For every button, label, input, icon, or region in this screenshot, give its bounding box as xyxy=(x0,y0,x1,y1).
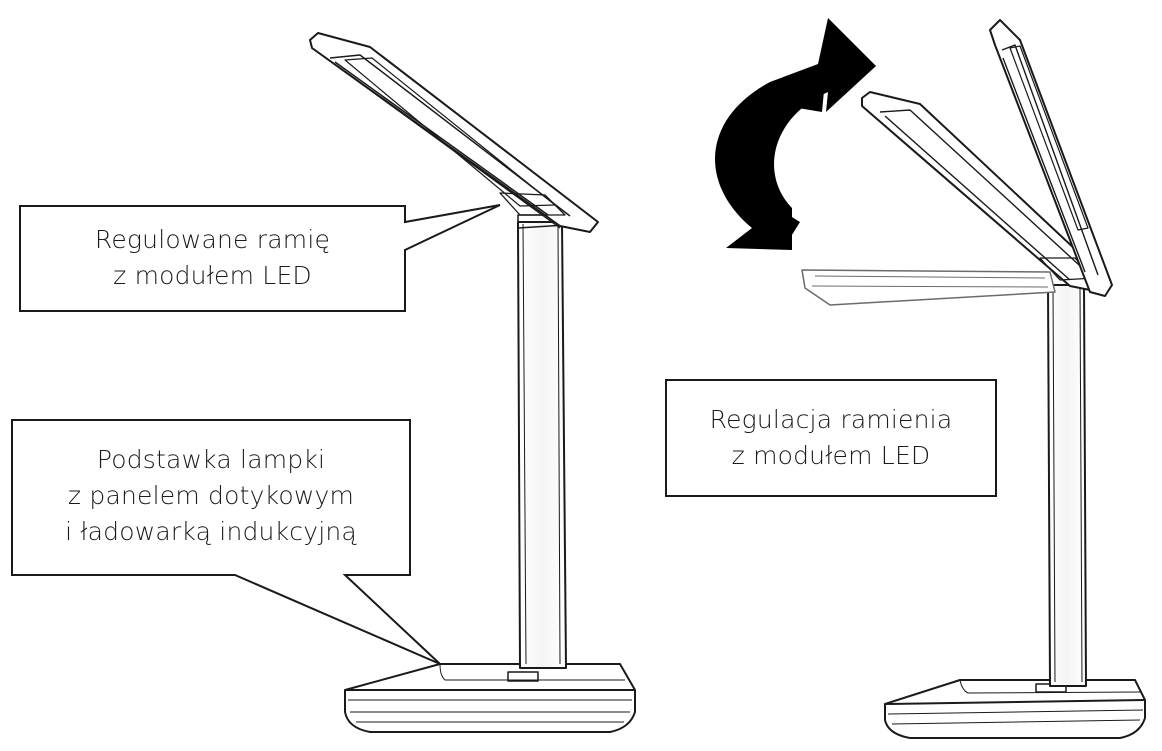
right-lamp-arm-horizontal xyxy=(801,269,1056,306)
left-lamp xyxy=(309,32,636,733)
right-lamp-base xyxy=(884,679,1146,739)
callout-arm-line2: z modułem LED xyxy=(113,261,312,290)
callout-arm xyxy=(19,204,501,312)
callout-arm-line1: Regulowane ramię xyxy=(94,225,331,254)
left-lamp-base xyxy=(344,663,636,733)
right-lamp-pole xyxy=(1047,284,1087,687)
callout-arm-label: Regulowane ramię z modułem LED xyxy=(20,222,405,294)
callout-base-line1: Podstawka lampki xyxy=(96,445,326,474)
curved-double-arrow-icon xyxy=(715,18,876,250)
callout-adjust-line2: z modułem LED xyxy=(731,441,931,470)
callout-base-label: Podstawka lampki z panelem dotykowym i ł… xyxy=(12,442,410,550)
callout-adjust-line1: Regulacja ramienia xyxy=(709,405,953,434)
callout-base-line2: z panelem dotykowym xyxy=(67,481,355,510)
right-lamp-arm-vertical xyxy=(989,19,1113,297)
left-lamp-arm xyxy=(309,32,599,233)
right-lamp xyxy=(801,19,1146,739)
callout-base-line3: i ładowarką indukcyjną xyxy=(65,517,357,546)
callout-adjust xyxy=(665,379,997,497)
callout-base xyxy=(11,419,441,665)
callout-adjust-label: Regulacja ramienia z modułem LED xyxy=(666,402,996,474)
left-lamp-pole xyxy=(517,214,567,669)
